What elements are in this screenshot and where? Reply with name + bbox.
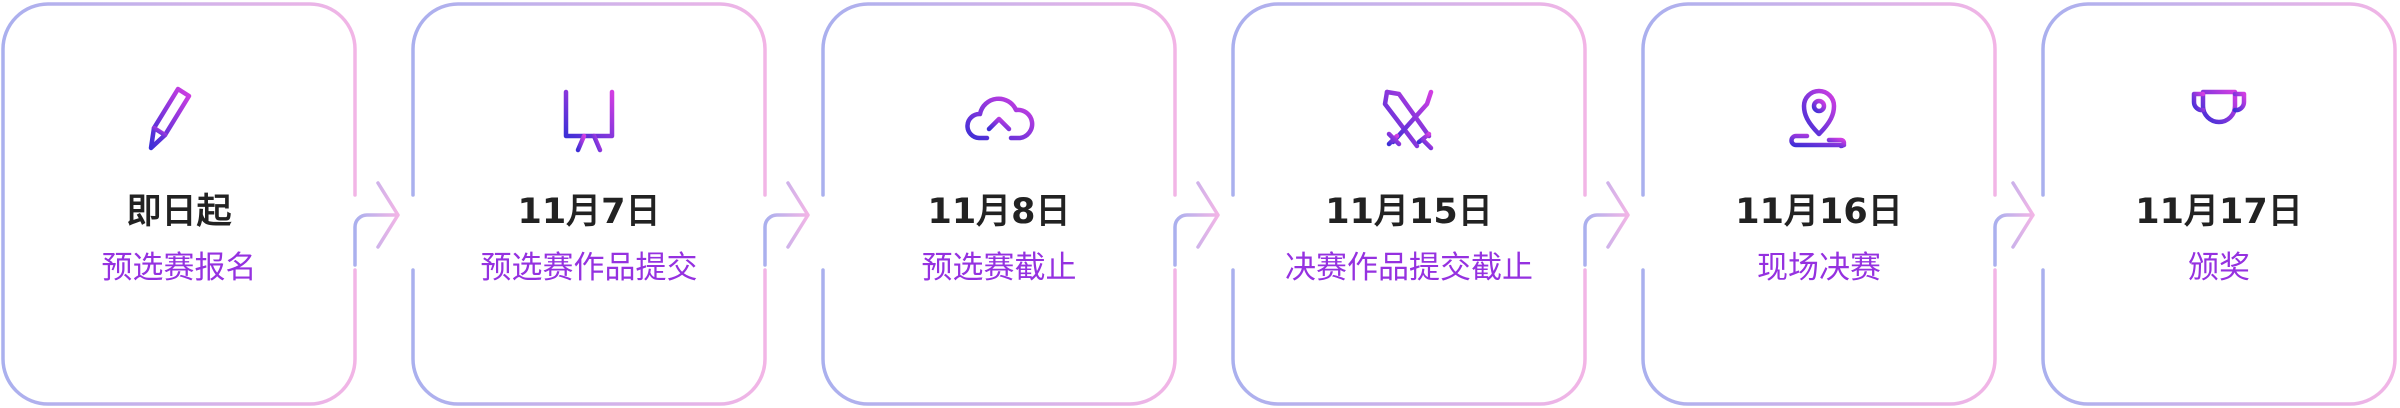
timeline-step-final-submission-deadline: 11月15日 决赛作品提交截止: [1233, 4, 1585, 404]
pen-list-icon: [129, 80, 229, 160]
step-title: 现场决赛: [1757, 250, 1881, 286]
step-date: 11月7日: [517, 192, 661, 232]
presentation-board-icon: [539, 80, 639, 160]
step-date: 11月16日: [1735, 192, 1903, 232]
step-title: 预选赛作品提交: [480, 250, 698, 286]
step-date: 11月8日: [927, 192, 1071, 232]
step-title: 颁奖: [2188, 250, 2250, 286]
trophy-icon: [2169, 80, 2269, 160]
timeline-step-prelim-deadline: 11月8日 预选赛截止: [823, 4, 1175, 404]
timeline-step-registration: 即日起 预选赛报名: [3, 4, 355, 404]
timeline-step-award-ceremony: 11月17日 颁奖: [2043, 4, 2395, 404]
cloud-upload-icon: [949, 80, 1049, 160]
timeline-step-prelim-submission: 11月7日 预选赛作品提交: [413, 4, 765, 404]
step-title: 预选赛截止: [921, 250, 1077, 286]
step-date: 11月17日: [2135, 192, 2303, 232]
timeline-step-live-final: 11月16日 现场决赛: [1643, 4, 1995, 404]
step-title: 预选赛报名: [101, 250, 257, 286]
step-date: 即日起: [126, 192, 232, 232]
step-date: 11月15日: [1325, 192, 1493, 232]
step-title: 决赛作品提交截止: [1285, 250, 1533, 286]
crossed-swords-icon: [1359, 80, 1459, 160]
map-pin-icon: [1769, 80, 1869, 160]
